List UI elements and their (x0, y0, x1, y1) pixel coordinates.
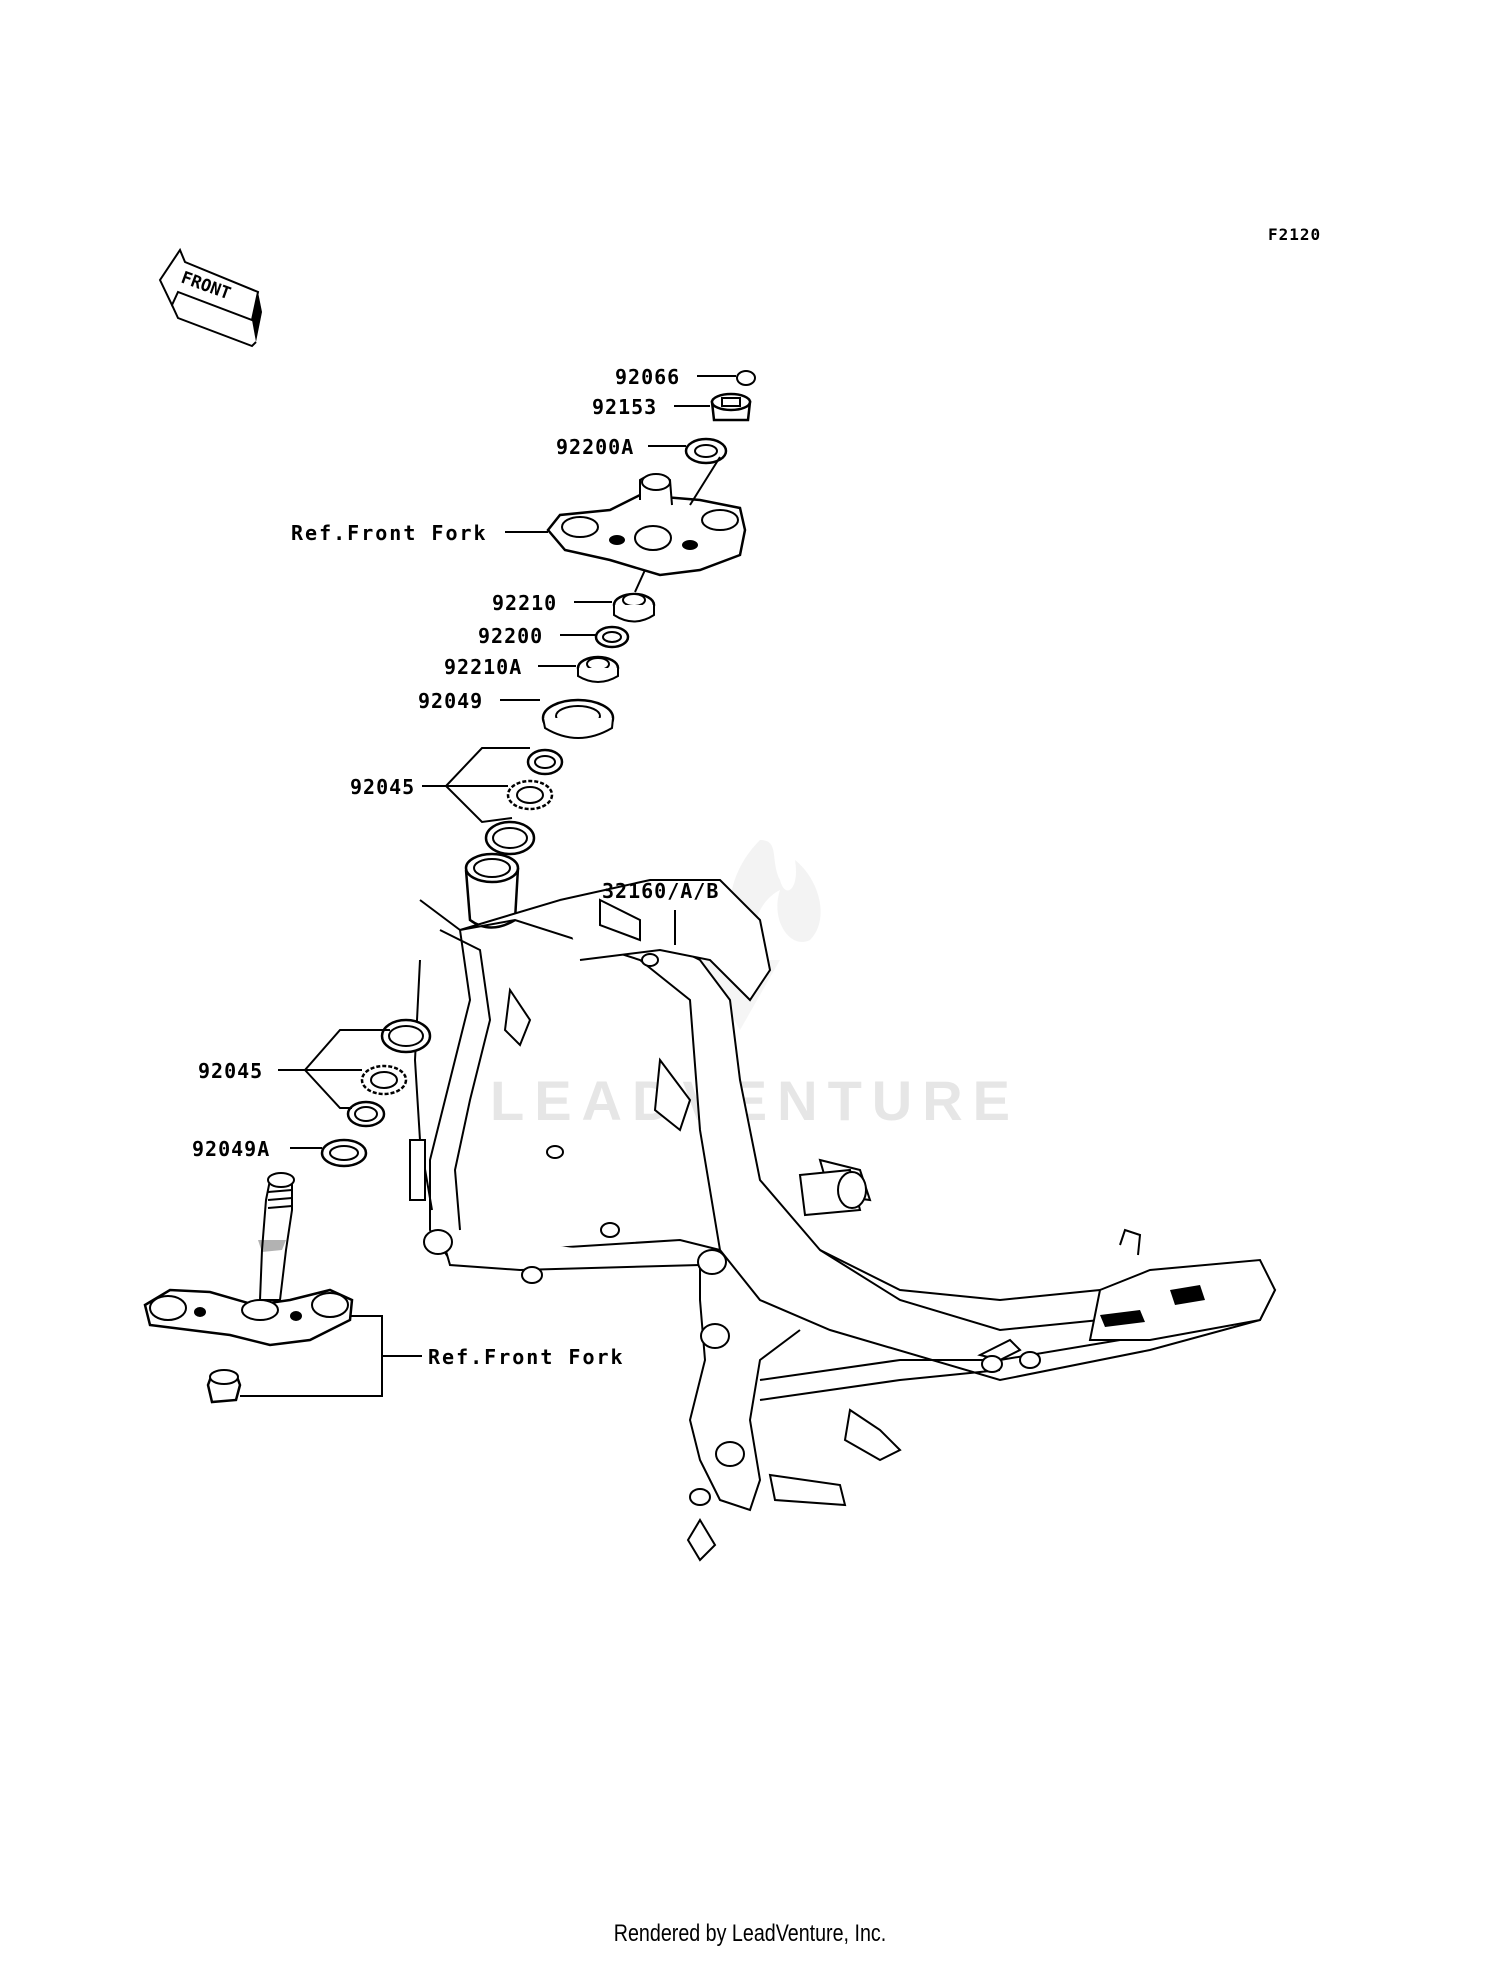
part-92045-upper-outer-race (484, 820, 536, 856)
footer-credit: Rendered by LeadVenture, Inc. (613, 1920, 887, 1947)
part-92045-upper-bearing-race (526, 748, 564, 776)
diagram-code: F2120 (1268, 225, 1321, 244)
leader-line-92200A-clamp (689, 456, 721, 506)
label-ref-front-fork-top: Ref.Front Fork (291, 521, 488, 545)
part-92045-lower-outer-race (380, 1018, 432, 1054)
upper-triple-clamp (546, 473, 747, 577)
watermark-text: LEADVENTURE (490, 1069, 1020, 1132)
label-92200A: 92200A (556, 435, 634, 459)
label-32160-frame: 32160/A/B (602, 879, 719, 903)
label-ref-front-fork-bottom: Ref.Front Fork (428, 1345, 625, 1369)
part-92066-cap (736, 370, 756, 386)
label-92045-upper: 92045 (350, 775, 415, 799)
label-92200: 92200 (478, 624, 543, 648)
label-92210: 92210 (492, 591, 557, 615)
part-92049-seal (541, 698, 615, 739)
part-92045-lower-ball-bearing (360, 1064, 408, 1096)
part-92049A-seal (320, 1138, 368, 1168)
label-92049A: 92049A (192, 1137, 270, 1161)
part-92153-bolt (710, 392, 752, 422)
label-92066: 92066 (615, 365, 680, 389)
leader-line-92210-up (634, 569, 646, 593)
part-stem-nut (206, 1369, 242, 1404)
label-92045-lower: 92045 (198, 1059, 263, 1083)
label-92049: 92049 (418, 689, 483, 713)
part-92200A-washer (684, 437, 728, 465)
frame-assembly (409, 852, 1277, 1562)
label-92153: 92153 (592, 395, 657, 419)
front-direction-arrow-icon: FRONT (158, 247, 262, 348)
label-92210A: 92210A (444, 655, 522, 679)
part-92210-nut (612, 592, 656, 623)
part-92200-washer (594, 625, 630, 649)
part-92210A-nut (576, 655, 620, 683)
part-92045-upper-ball-bearing (506, 779, 554, 811)
lower-triple-clamp-with-stem (143, 1172, 354, 1347)
part-92045-lower-inner-race (346, 1100, 386, 1128)
